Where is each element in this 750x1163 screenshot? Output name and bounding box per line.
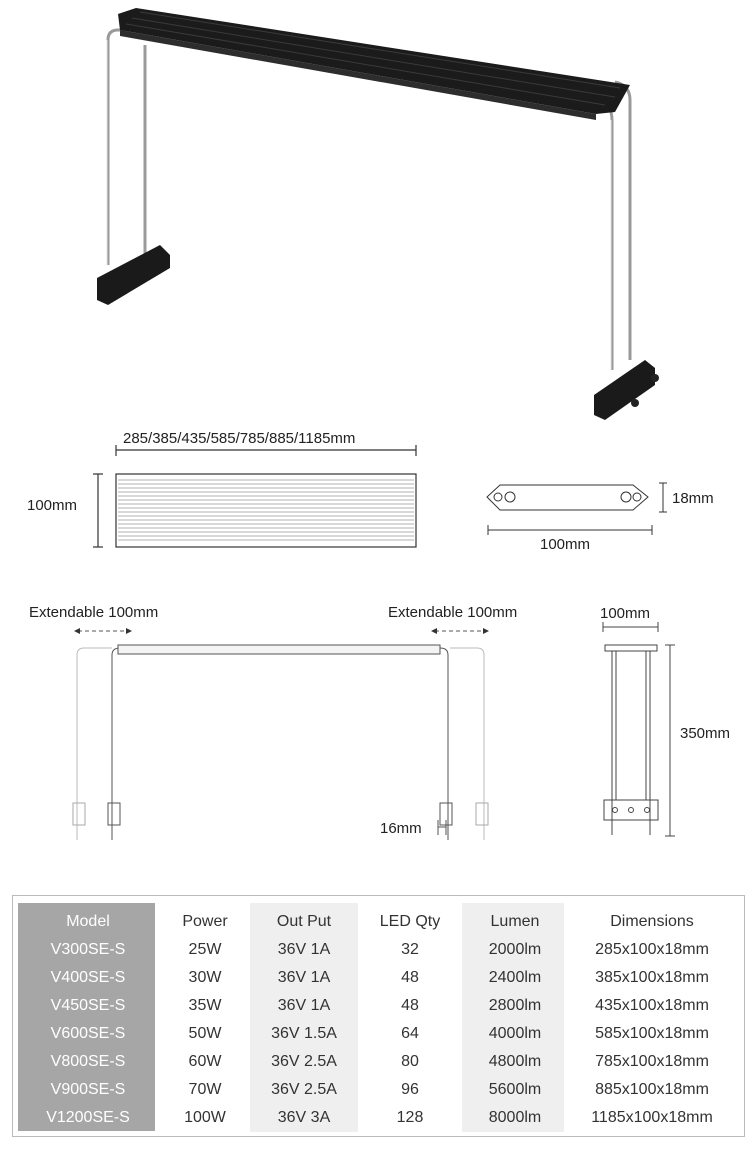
cell-led-qty: 128 <box>396 1109 424 1126</box>
header-lumen: Lumen <box>490 913 540 930</box>
cell-model: V800SE-S <box>50 1053 126 1070</box>
cell-model: V900SE-S <box>50 1081 126 1098</box>
product-photo <box>97 8 659 420</box>
top-view-diagram <box>72 445 675 840</box>
cell-model: V450SE-S <box>50 997 126 1014</box>
height-label: 18mm <box>672 490 714 507</box>
extend-left-label: Extendable 100mm <box>29 604 159 621</box>
cell-model: V300SE-S <box>50 941 126 958</box>
cell-led-qty: 64 <box>401 1025 419 1042</box>
lumen-column-bg <box>462 903 564 1132</box>
cell-led-qty: 48 <box>401 969 419 986</box>
cell-dimensions: 785x100x18mm <box>595 1053 709 1070</box>
cell-dimensions: 435x100x18mm <box>595 997 709 1014</box>
cell-output: 36V 1A <box>277 997 331 1014</box>
header-power: Power <box>182 913 228 930</box>
clamp-label: 16mm <box>380 820 422 837</box>
cell-lumen: 2400lm <box>488 969 542 986</box>
cell-dimensions: 585x100x18mm <box>595 1025 709 1042</box>
cell-dimensions: 285x100x18mm <box>595 941 709 958</box>
cell-lumen: 5600lm <box>488 1081 542 1098</box>
cell-dimensions: 1185x100x18mm <box>591 1109 713 1126</box>
cell-power: 60W <box>188 1053 222 1070</box>
extend-right-label: Extendable 100mm <box>388 604 518 621</box>
cell-output: 36V 2.5A <box>271 1081 337 1098</box>
header-led-qty: LED Qty <box>379 913 441 930</box>
cell-dimensions: 885x100x18mm <box>595 1081 709 1098</box>
cell-lumen: 2000lm <box>488 941 542 958</box>
cell-power: 50W <box>188 1025 222 1042</box>
model-column-bg <box>18 903 155 1131</box>
cell-power: 30W <box>188 969 222 986</box>
cell-dimensions: 385x100x18mm <box>595 969 709 986</box>
cell-power: 25W <box>188 941 222 958</box>
cell-output: 36V 1.5A <box>271 1025 337 1042</box>
cell-lumen: 8000lm <box>488 1109 542 1126</box>
cell-lumen: 4000lm <box>488 1025 542 1042</box>
cell-power: 100W <box>184 1109 226 1126</box>
cell-power: 35W <box>188 997 222 1014</box>
cell-output: 36V 3A <box>277 1109 331 1126</box>
cell-output: 36V 2.5A <box>271 1053 337 1070</box>
width-label: 100mm <box>27 497 78 514</box>
cell-led-qty: 48 <box>401 997 419 1014</box>
bracket-width-label: 100mm <box>540 536 591 553</box>
spec-table <box>12 895 745 1137</box>
header-dimensions: Dimensions <box>610 913 694 930</box>
side-width-label: 100mm <box>600 605 651 622</box>
cell-output: 36V 1A <box>277 941 331 958</box>
cell-output: 36V 1A <box>277 969 331 986</box>
cell-led-qty: 32 <box>401 941 419 958</box>
cell-led-qty: 80 <box>401 1053 419 1070</box>
cell-model: V400SE-S <box>50 969 126 986</box>
header-model: Model <box>66 913 110 930</box>
header-output: Out Put <box>276 913 332 930</box>
cell-model: V1200SE-S <box>46 1109 130 1126</box>
length-label: 285/385/435/585/785/885/1185mm <box>123 430 356 447</box>
cell-lumen: 4800lm <box>488 1053 542 1070</box>
cell-led-qty: 96 <box>401 1081 419 1098</box>
cell-lumen: 2800lm <box>488 997 542 1014</box>
output-column-bg <box>250 903 358 1132</box>
side-height-label: 350mm <box>680 725 731 742</box>
cell-power: 70W <box>188 1081 222 1098</box>
cell-model: V600SE-S <box>50 1025 126 1042</box>
